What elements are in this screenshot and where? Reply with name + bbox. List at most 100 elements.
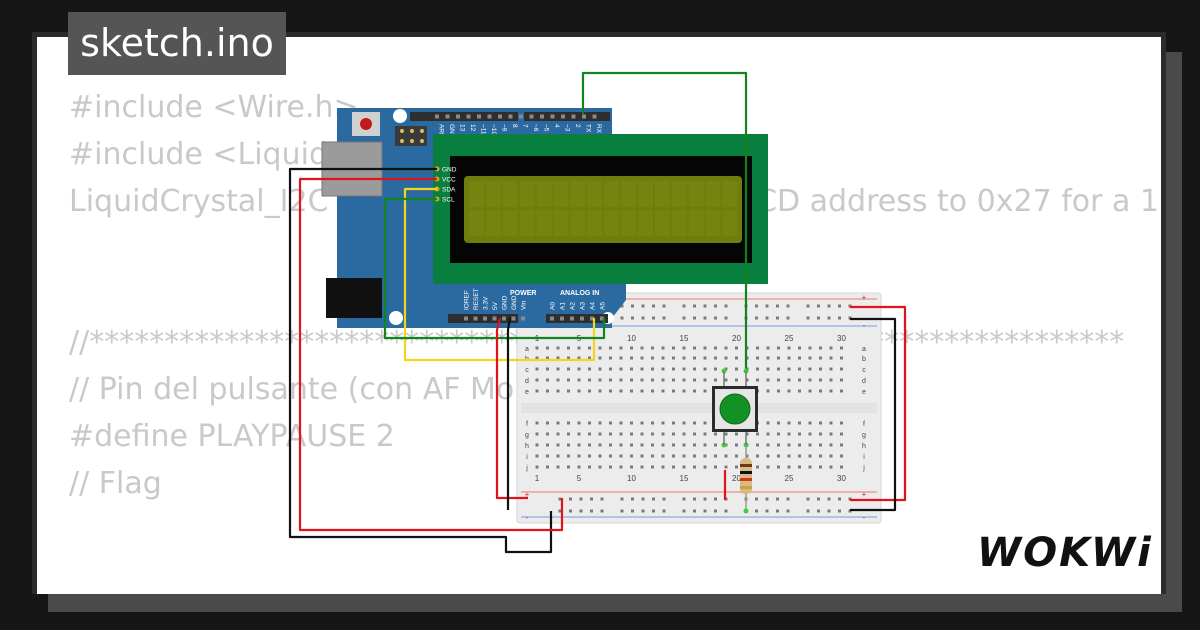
digital-pin-label: 8 (511, 124, 518, 128)
row-letter: f (863, 421, 865, 428)
row-letter: e (862, 389, 866, 396)
pushbutton[interactable] (712, 368, 758, 448)
power-header-title: POWER (510, 290, 536, 297)
analog-pin-label: A3 (580, 302, 587, 310)
row-letter: a (862, 346, 866, 353)
wire-black-gnd-lcd (288, 167, 553, 554)
row-letter: j (862, 465, 865, 472)
rail-plus-label: + (862, 490, 867, 499)
lcd-pin-label: SCL (442, 197, 455, 204)
digital-pin-label: ~3 (564, 124, 571, 132)
row-letter: d (525, 378, 529, 385)
digital-pin-label: AREF (438, 124, 445, 141)
analog-pin-label: A2 (570, 302, 577, 310)
rail-minus-label: - (863, 513, 866, 522)
rail-minus-label: - (863, 321, 866, 330)
digital-pin-label: RX 0 (595, 124, 602, 139)
row-letter: h (862, 443, 866, 450)
power-pin-label: GND (511, 295, 518, 310)
row-letter: f (526, 421, 528, 428)
wire-black-gnd (506, 317, 512, 510)
digital-pin-label: ~9 (501, 124, 508, 132)
digital-pin-label: ~10 (490, 124, 497, 135)
column-number: 25 (785, 334, 794, 343)
digital-pin-label: GND (448, 124, 455, 139)
digital-pin-label: ~11 (480, 124, 487, 135)
column-number: 15 (680, 334, 689, 343)
analog-pin-label: A4 (590, 302, 597, 310)
power-pin-label: Vin (521, 300, 528, 310)
column-number: 20 (732, 474, 741, 483)
wire-green-pin2 (581, 71, 748, 370)
wire-red-right-rail (850, 305, 907, 502)
column-number: 15 (680, 474, 689, 483)
code-line: #define PLAYPAUSE 2 (69, 419, 395, 454)
digital-pin-label: 2 (574, 124, 581, 128)
digital-pin-label: 7 (522, 124, 529, 128)
digital-pin-label: ~6 (532, 124, 539, 132)
wire-black-right-rail (850, 317, 897, 512)
resistor[interactable] (740, 445, 752, 514)
row-letter: a (525, 346, 529, 353)
wires (288, 71, 907, 554)
digital-pin-label: ~5 (543, 124, 550, 132)
power-pin-label: 5V (492, 301, 499, 310)
digital-pin-label: 13 (459, 124, 466, 132)
digital-pin-label: TX 1 (585, 124, 592, 138)
row-letter: h (525, 443, 529, 450)
row-letter: g (525, 432, 529, 439)
digital-pin-label: 12 (469, 124, 476, 132)
code-line: // Pin del pulsante (con AF Mo (69, 372, 515, 407)
wire-red-5v (495, 317, 528, 500)
column-number: 30 (837, 474, 846, 483)
digital-pin-label: 4 (553, 124, 560, 128)
row-letter: e (525, 389, 529, 396)
wire-yellow-sda (403, 187, 596, 362)
column-number: 20 (732, 334, 741, 343)
column-number: 1 (535, 474, 540, 483)
lcd-character-cells (469, 181, 738, 236)
row-letter: d (862, 378, 866, 385)
row-letter: c (525, 367, 529, 374)
code-line: // Flag (69, 466, 162, 501)
lcd-pin-labels: GND VCC SDA SCL (434, 166, 457, 204)
column-number: 25 (785, 474, 794, 483)
column-number: 5 (577, 474, 582, 483)
column-number: 10 (627, 474, 636, 483)
wire-red-vcc-lcd (298, 177, 564, 532)
power-pin-label: GND (502, 295, 509, 310)
rail-plus-label: + (862, 293, 867, 302)
file-tab[interactable]: sketch.ino (68, 12, 286, 75)
rail-minus-label: - (526, 513, 529, 522)
wire-green-scl (383, 197, 606, 340)
row-letter: g (862, 432, 866, 439)
row-letter: j (525, 465, 528, 472)
column-number: 30 (837, 334, 846, 343)
row-letter: b (862, 356, 866, 363)
row-letter: i (863, 454, 865, 461)
row-letter: c (862, 367, 866, 374)
button-cap[interactable] (719, 393, 751, 425)
lcd-pin-label: SDA (442, 187, 456, 194)
rail-plus-label: + (525, 490, 530, 499)
analog-header-title: ANALOG IN (560, 290, 599, 297)
row-letter: i (526, 454, 528, 461)
lcd-pin-label: VCC (442, 177, 456, 184)
power-jack (326, 278, 382, 318)
brand-name: WOKWi (977, 530, 1153, 576)
code-line: #include <Wire.h> (69, 90, 359, 125)
lcd-pin-label: GND (442, 167, 457, 174)
analog-pin-label: A1 (560, 302, 567, 310)
analog-pin-label: A5 (600, 302, 607, 310)
power-pin-label: IOREF (464, 290, 471, 310)
analog-pin-label: A0 (550, 302, 557, 310)
lcd-1602-i2c[interactable]: GND VCC SDA SCL (433, 134, 768, 284)
column-number: 10 (627, 334, 636, 343)
power-pin-label: 3.3V (483, 296, 490, 310)
power-pin-label: RESET (473, 288, 480, 310)
wokwi-logo: WOKWi (977, 530, 1153, 576)
